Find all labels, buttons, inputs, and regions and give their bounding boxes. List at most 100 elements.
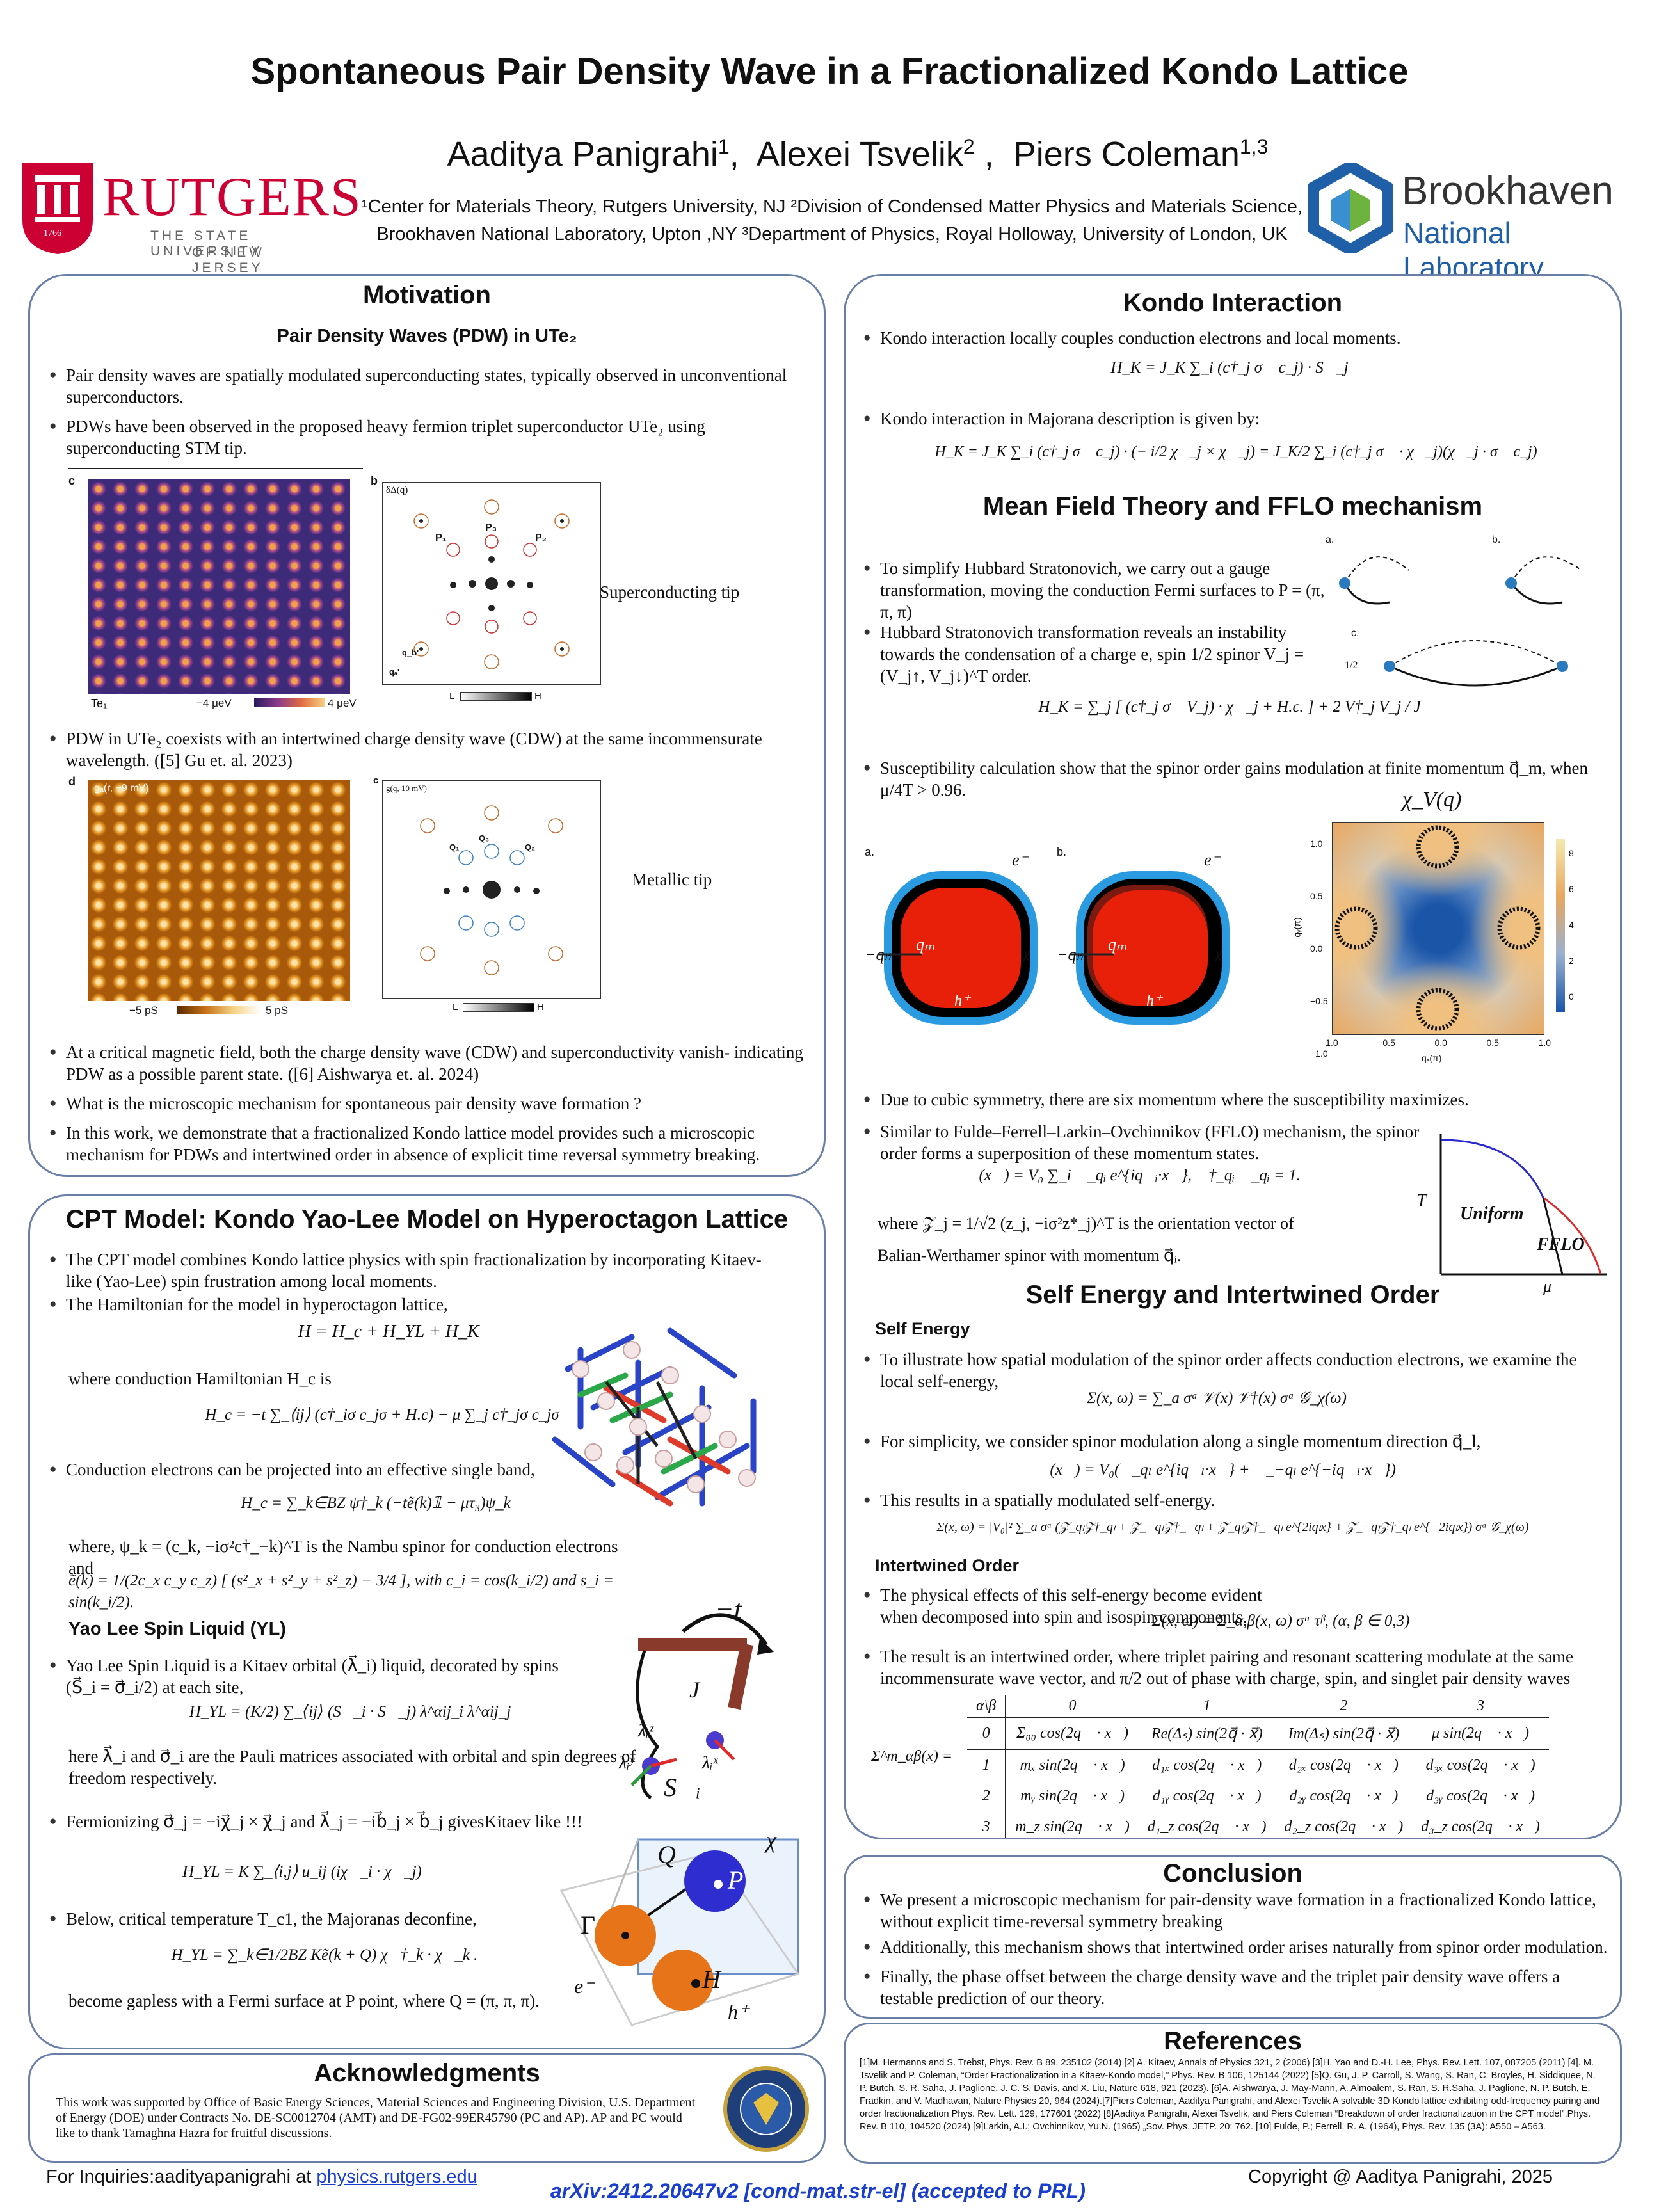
chi-label: χ⃗: [766, 1827, 794, 1853]
rutgers-sub-2: OF NEW JERSEY: [192, 245, 265, 275]
chi-x-label: qₓ(π): [1422, 1053, 1442, 1063]
hop-label: −t: [715, 1594, 742, 1625]
eq-hyl-majorana: H_YL = K ∑_⟨i,j⟩ u_ij (iχ⃗_i · χ⃗_j): [182, 1863, 422, 1880]
table-cell: d₃ᵧ cos(2q⃗ · x⃗): [1426, 1787, 1535, 1804]
cpt-title: CPT Model: Kondo Yao-Lee Model on Hypero…: [65, 1205, 789, 1233]
arxiv-line: arXiv:2412.20647v2 [cond-mat.str-el] (ac…: [550, 2179, 1086, 2202]
table-cell: Re(Δₛ) sin(2q⃗ · x⃗): [1151, 1725, 1263, 1742]
fs-a-label: a.: [865, 846, 875, 858]
kondo-bullet-2: Kondo interaction in Majorana descriptio…: [863, 408, 1610, 429]
q1-label: Q₁: [449, 842, 460, 852]
fermi-surface-a: a. e⁻ qₘ −qₘ χ h⁺: [865, 846, 1057, 1038]
self-bullet-2: For simplicity, we consider spinor modul…: [863, 1431, 1610, 1452]
cpt-bullet-4: Yao Lee Spin Liquid is a Kitaev orbital …: [49, 1655, 578, 1698]
mft-bullet-5: Similar to Fulde–Ferrell–Larkin–Ovchinni…: [863, 1121, 1431, 1164]
table-cell: d₁ᵧ cos(2q⃗ · x⃗): [1152, 1787, 1262, 1804]
eq-hk-majorana: H_K = J_K ∑_i (c†_j σ⃗ c_j) · (− i/2 χ⃗_…: [934, 444, 1537, 460]
cpt-text-4: become gapless with a Fermi surface at P…: [68, 1991, 540, 2010]
fs-chi: χ: [1215, 945, 1222, 962]
self-energy-sub: Self Energy: [875, 1319, 970, 1338]
motivation-bullet-1: Pair density waves are spatially modulat…: [49, 364, 815, 408]
eq-modulated-self-energy: Σ(x, ω) = |V₀|² ∑_a σᵃ (𝒵_qₗ𝒵†_qₗ + 𝒵_−q…: [936, 1520, 1529, 1534]
rutgers-year: 1766: [44, 228, 61, 238]
motivation-bullet-5: What is the microscopic mechanism for sp…: [49, 1093, 815, 1114]
scale-l: L: [453, 1002, 458, 1013]
q-vector-label: Q: [657, 1840, 676, 1869]
kondo-title: Kondo Interaction: [1123, 289, 1343, 317]
mft-bullet-1: To simplify Hubbard Stratonovich, we car…: [863, 557, 1328, 623]
table-cell: d₂ₓ cos(2q⃗ · x⃗): [1288, 1756, 1399, 1774]
poster-title: Spontaneous Pair Density Wave in a Fract…: [250, 51, 1409, 92]
feynman-svg: [1339, 556, 1582, 687]
electron-label: e⁻: [574, 1975, 595, 1998]
diagram-half: 1/2: [1345, 660, 1358, 671]
eq-hk-mf: H_K = ∑_j [ (c†_j σ⃗ V_j) · χ⃗_j + H.c. …: [1038, 698, 1421, 716]
self-energy-title: Self Energy and Intertwined Order: [1025, 1281, 1440, 1309]
author-sep: ,: [984, 135, 994, 173]
eq-decomposition: Σ(x, ω) = Σ_α,β(x, ω) σᵅ τᵝ, (α, β ∈ 0,3…: [1151, 1612, 1410, 1630]
motivation-panel: Motivation Pair Density Waves (PDW) in U…: [28, 274, 826, 1177]
yl-bond-figure: −t J λᵢᶻ λᵢʸ λᵢˣ S⃗ᵢ: [606, 1593, 798, 1804]
grayscale-bar: [463, 1003, 534, 1012]
mft-text-2: Balian-Werthamer spinor with momentum q⃗…: [878, 1246, 1182, 1265]
motivation-bullet-6: In this work, we demonstrate that a frac…: [49, 1122, 815, 1166]
cpt-text-3: here λ⃗_i and σ⃗_i are the Pauli matrice…: [68, 1747, 636, 1788]
inquiries-link[interactable]: physics.rutgers.edu: [316, 2167, 477, 2187]
h-point-label: H: [702, 1965, 721, 1994]
inquiries: For Inquiries:aadityapanigrahi at physic…: [46, 2167, 477, 2188]
eq-self-energy: Σ(x, ω) = ∑_a σᵃ 𝒱(x) 𝒱†(x) σᵃ 𝒢_χ(ω): [1086, 1390, 1347, 1407]
rutgers-sub-1: THE STATE UNIVERSITY: [150, 228, 264, 259]
rutgers-logo: 1766 RUTGERS THE STATE UNIVERSITY OF NEW…: [19, 157, 361, 275]
table-header-cell: 0: [1068, 1697, 1077, 1714]
ack-text: This work was supported by Office of Bas…: [56, 2096, 696, 2140]
eq-single-q: 𝒱(x⃗) = V₀(𝒵_qₗ e^{iq⃗ₗ·x⃗} + 𝒵_−qₗ e^{−…: [1037, 1461, 1397, 1479]
cpt-text-1: where conduction Hamiltonian H_c is: [68, 1369, 332, 1388]
fs-qm: qₘ: [916, 935, 935, 954]
copyright: Copyright @ Aaditya Panigrahi, 2025: [1248, 2167, 1553, 2187]
fs-hole: h⁺: [1146, 993, 1162, 1009]
fs-hole: h⁺: [954, 993, 970, 1009]
bnl-wordmark-1: Brookhaven: [1402, 169, 1614, 213]
feynman-diagrams: a. b. c. 1/2: [1319, 532, 1614, 705]
fourier-map-sc: δΔ(q) P₁ P₃ P₂ q_b' qₐ': [382, 482, 601, 685]
ack-title: Acknowledgments: [314, 2059, 540, 2087]
p3-label: P₃: [485, 522, 497, 533]
hole-label: h⁺: [728, 2000, 749, 2023]
table-cell: Im(Δₛ) sin(2q⃗ · x⃗): [1288, 1725, 1400, 1742]
phase-mu-label: μ: [1543, 1277, 1552, 1295]
mft-bullet-2: Hubbard Stratonovich transformation reve…: [863, 621, 1328, 687]
q2-label: Q₂: [525, 842, 535, 852]
stm-figure-sc: c Te₁ −4 μeV 4 μeV b δΔ(q) P₁ P₃ P₂ q_b'…: [68, 468, 613, 711]
eq-hyl: H_YL = (K/2) ∑_⟨ij⟩ (S⃗_i · S⃗_j) λ^αij_…: [189, 1703, 511, 1720]
kondo-bullet-1: Kondo interaction locally couples conduc…: [863, 327, 1610, 349]
chi-y-label: qᵧ(π): [1292, 917, 1302, 938]
rutgers-wordmark: RUTGERS: [102, 166, 362, 227]
eq-hyl-deconfined: H_YL = ∑_k∈1/2BZ Kẽ(k + Q) χ⃗†_k · χ⃗_k …: [171, 1946, 478, 1964]
fourier-peaks-svg: [420, 805, 563, 975]
table-cell: d₂ᵧ cos(2q⃗ · x⃗): [1289, 1787, 1399, 1804]
te-label: Te₁: [91, 697, 108, 710]
fermi-surface-b: b. e⁻ qₘ −qₘ χ h⁺: [1057, 846, 1249, 1038]
fs-mqm: −qₘ: [865, 945, 895, 964]
motivation-bullet-2: PDWs have been observed in the proposed …: [49, 415, 815, 459]
p-point-label: P: [728, 1866, 744, 1895]
fs-chi: χ: [1023, 945, 1030, 962]
phase-diagram: T μ Uniform FFLO: [1415, 1127, 1614, 1295]
phase-fflo-label: FFLO: [1537, 1235, 1585, 1254]
conclusion-bullet-3: Finally, the phase offset between the ch…: [863, 1966, 1610, 2009]
motivation-subtitle: Pair Density Waves (PDW) in UTe₂: [276, 326, 577, 346]
table-cell: d₁_z cos(2q⃗ · x⃗): [1147, 1818, 1267, 1835]
bnl-hex-icon: [1308, 163, 1393, 253]
grayscale-bar: [460, 692, 532, 701]
author-name: Piers Coleman: [1013, 135, 1240, 173]
eq-spinor-superposition: 𝒱(x⃗) = V₀ ∑_i 𝒵_qᵢ e^{iq⃗ᵢ·x⃗}, 𝒵†_qᵢ 𝒵…: [966, 1167, 1301, 1184]
eq-hc-band: H_c = ∑_k∈BZ ψ†_k (−tẽ(k)𝟙 − μτ₃)ψ_k: [241, 1495, 511, 1512]
references-text: [1]M. Hermanns and S. Trebst, Phys. Rev.…: [860, 2058, 1600, 2132]
q3-label: Q₃: [479, 833, 490, 843]
